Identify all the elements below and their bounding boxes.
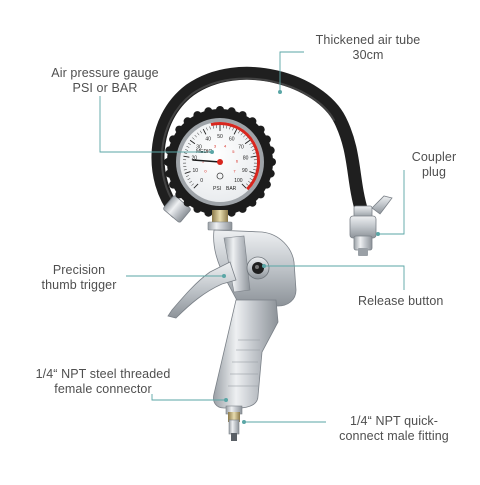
- boot-tooth: [216, 106, 224, 114]
- label-release: Release button: [358, 294, 470, 309]
- label-air-tube: Thickened air tube 30cm: [306, 33, 430, 63]
- boot-tooth: [268, 158, 276, 166]
- label-trigger: Precision thumb trigger: [24, 263, 134, 293]
- gauge-needle-hub: [217, 159, 223, 165]
- boot-tooth: [267, 170, 275, 178]
- thumb-trigger: [168, 262, 236, 318]
- boot-tooth: [175, 126, 183, 134]
- boot-tooth: [267, 146, 275, 154]
- boot-tooth: [248, 117, 256, 125]
- boot-tooth: [257, 190, 265, 198]
- boot-tooth: [204, 209, 212, 217]
- boot-tooth: [184, 199, 192, 207]
- release-button: [247, 257, 269, 279]
- gauge-psi-label: 100: [234, 178, 243, 184]
- callout-dot-release: [262, 264, 266, 268]
- boot-tooth: [175, 190, 183, 198]
- boot-tooth: [257, 126, 265, 134]
- gauge-psi-label: 60: [229, 137, 235, 143]
- callout-dot-male: [242, 420, 246, 424]
- label-gauge-line2: PSI or BAR: [30, 81, 180, 96]
- boot-tooth: [193, 205, 201, 213]
- boot-tooth: [184, 117, 192, 125]
- gun-grip: [213, 300, 278, 408]
- callout-dot-trigger: [222, 274, 226, 278]
- boot-tooth: [263, 135, 271, 143]
- boot-tooth: [193, 111, 201, 119]
- callout-dot-gauge: [210, 150, 214, 154]
- boot-tooth: [204, 107, 212, 115]
- boot-tooth: [169, 135, 177, 143]
- label-coupler-line1: Coupler: [398, 150, 470, 165]
- boot-tooth: [248, 199, 256, 207]
- boot-tooth: [164, 158, 172, 166]
- gauge-psi-label: 70: [238, 145, 244, 151]
- label-air-tube-line2: 30cm: [306, 48, 430, 63]
- gauge-psi-label: 80: [243, 156, 249, 162]
- gauge-psi-label: 50: [217, 134, 223, 140]
- callout-dot-air-tube: [278, 90, 282, 94]
- label-release-line1: Release button: [358, 294, 470, 309]
- label-male-line2: connect male fitting: [326, 429, 462, 444]
- label-air-tube-line1: Thickened air tube: [306, 33, 430, 48]
- label-coupler: Coupler plug: [398, 150, 470, 180]
- boot-tooth: [169, 181, 177, 189]
- label-gauge-line1: Air pressure gauge: [30, 66, 180, 81]
- boot-tooth: [165, 146, 173, 154]
- callout-dot-coupler: [376, 232, 380, 236]
- boot-tooth: [239, 205, 247, 213]
- label-male: 1/4“ NPT quick- connect male fitting: [326, 414, 462, 444]
- gauge-bar-unit: BAR: [226, 186, 237, 192]
- label-gauge: Air pressure gauge PSI or BAR: [30, 66, 180, 96]
- label-male-line1: 1/4“ NPT quick-: [326, 414, 462, 429]
- label-trigger-line1: Precision: [24, 263, 134, 278]
- callout-dot-female: [224, 398, 228, 402]
- gauge-psi-label: 40: [205, 137, 211, 143]
- label-trigger-line2: thumb trigger: [24, 278, 134, 293]
- boot-tooth: [228, 209, 236, 217]
- gauge-psi-label: 10: [192, 168, 198, 174]
- label-female-line2: female connector: [20, 382, 186, 397]
- gauge-psi-label: 0: [200, 178, 203, 184]
- boot-tooth: [263, 181, 271, 189]
- boot-tooth: [228, 107, 236, 115]
- label-female-line1: 1/4“ NPT steel threaded: [20, 367, 186, 382]
- inflator-body: [213, 230, 296, 408]
- gauge-psi-label: 90: [242, 168, 248, 174]
- male-fitting: [226, 406, 242, 441]
- gauge-psi-unit: PSI: [213, 186, 221, 192]
- boot-tooth: [165, 170, 173, 178]
- label-female: 1/4“ NPT steel threaded female connector: [20, 367, 186, 397]
- label-coupler-line2: plug: [398, 165, 470, 180]
- boot-tooth: [239, 111, 247, 119]
